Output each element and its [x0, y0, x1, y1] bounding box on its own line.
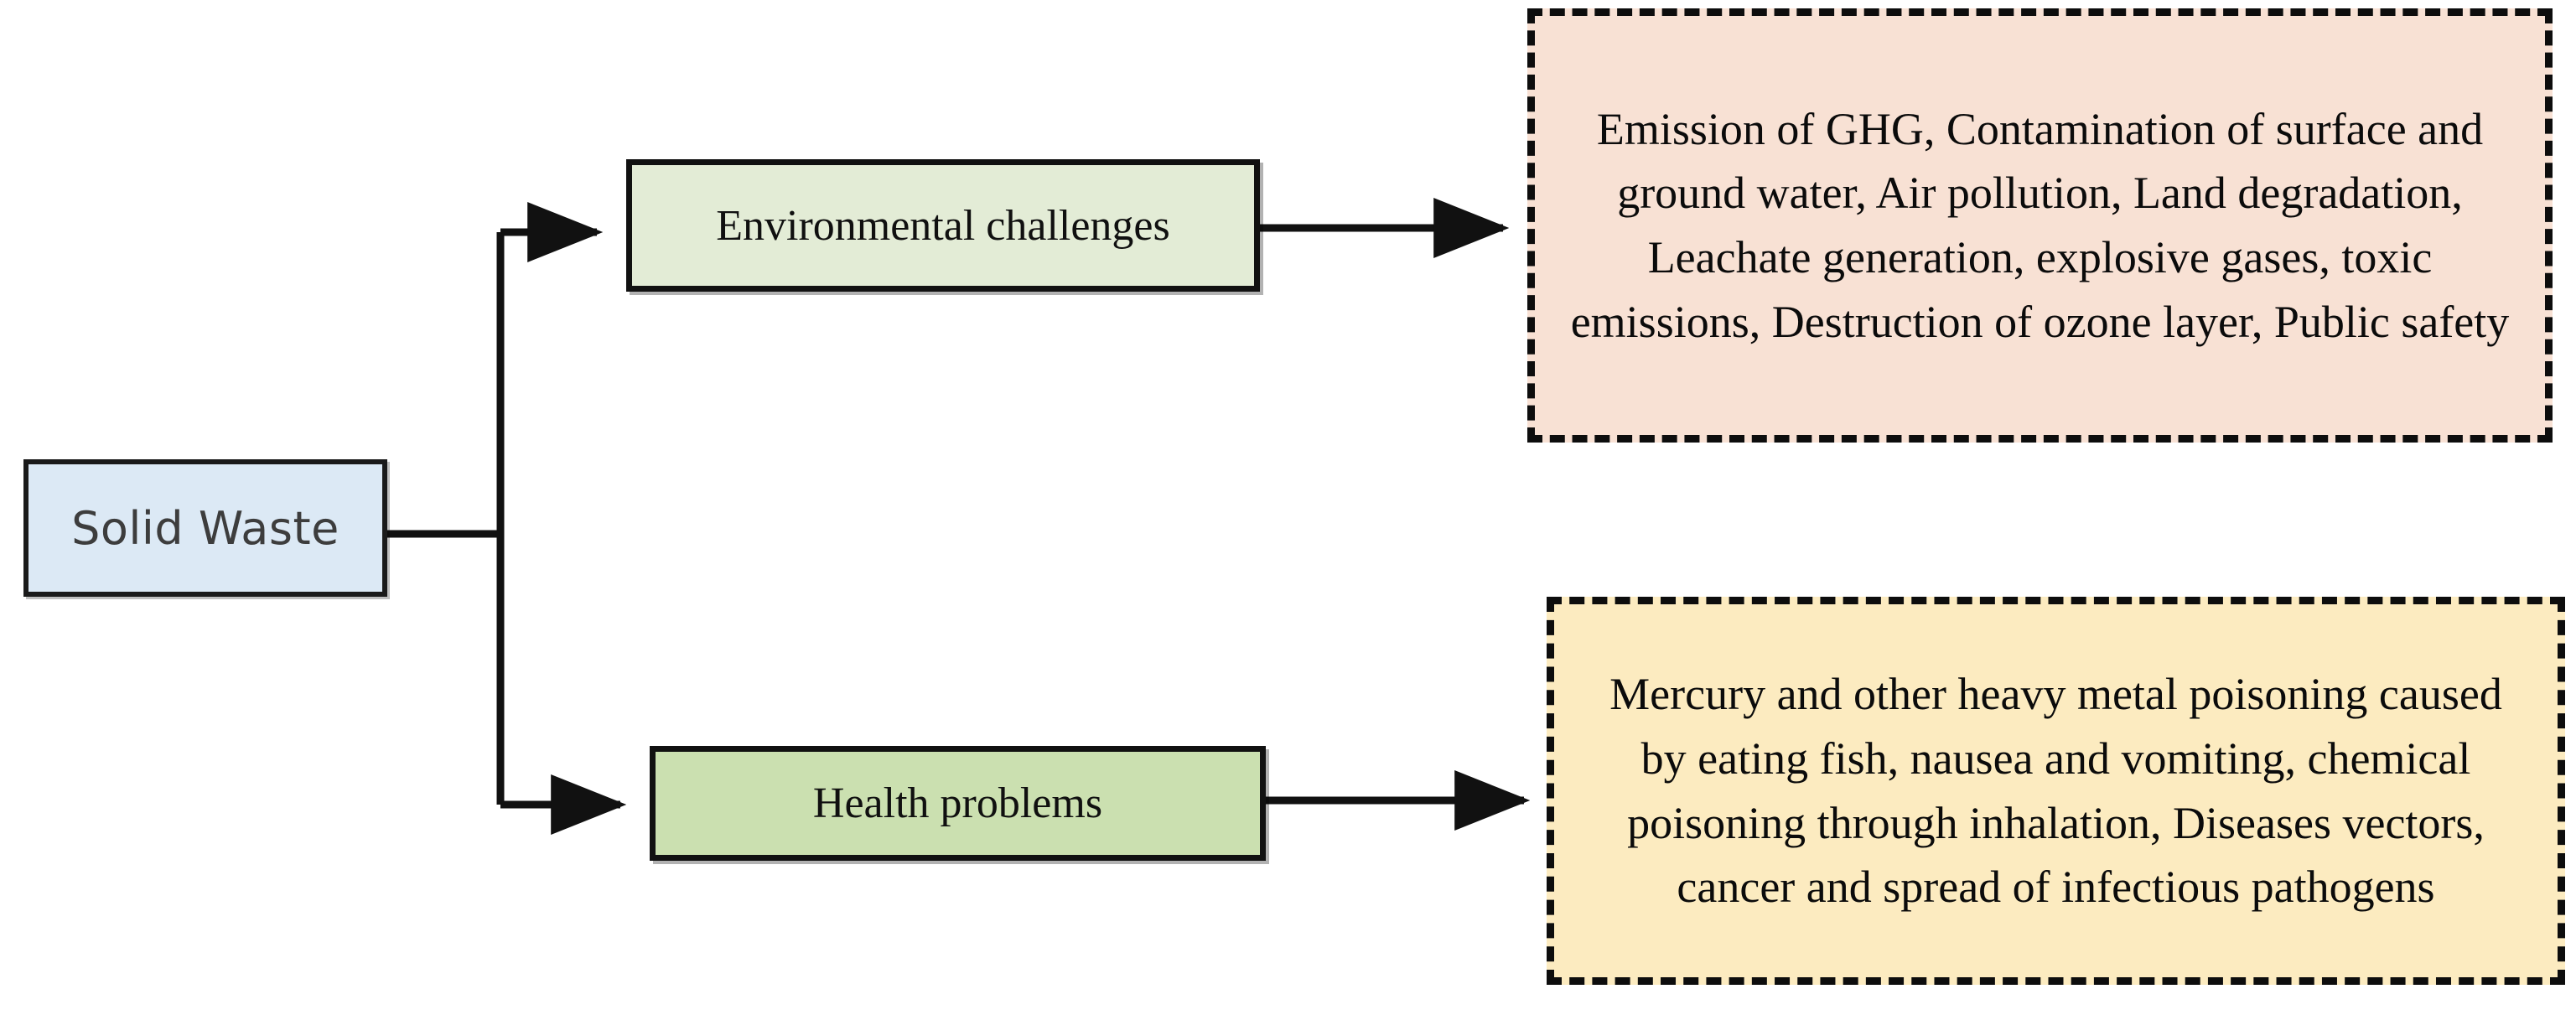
node-environmental-challenges-label: Environmental challenges — [716, 201, 1170, 250]
node-environmental-challenges[interactable]: Environmental challenges — [626, 159, 1260, 292]
node-health-problems[interactable]: Health problems — [650, 746, 1266, 861]
node-environmental-details-text: Emission of GHG, Contamination of surfac… — [1570, 103, 2510, 347]
node-environmental-details[interactable]: Emission of GHG, Contamination of surfac… — [1527, 8, 2553, 443]
node-health-details[interactable]: Mercury and other heavy metal poisoning … — [1547, 597, 2565, 985]
node-solid-waste-label: Solid Waste — [71, 501, 339, 555]
node-health-problems-label: Health problems — [812, 779, 1103, 827]
node-solid-waste[interactable]: Solid Waste — [23, 459, 387, 597]
node-health-details-text: Mercury and other heavy metal poisoning … — [1609, 669, 2502, 913]
